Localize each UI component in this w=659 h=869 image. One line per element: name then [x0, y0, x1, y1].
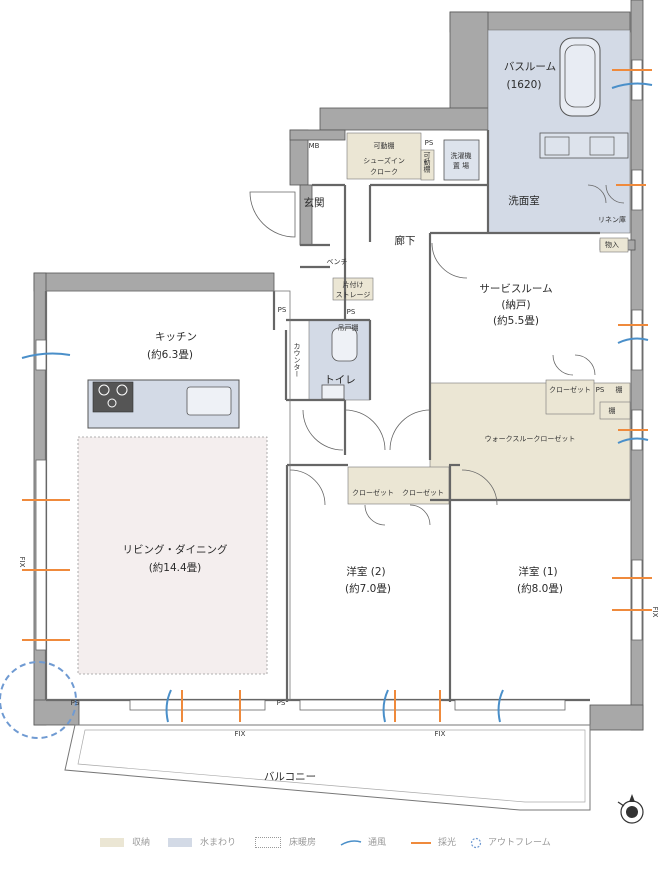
ventilation-mark-b0 [165, 689, 172, 723]
label-ps-2: PS [278, 306, 287, 314]
ventilation-mark-b6 [497, 689, 504, 723]
sink [186, 386, 232, 416]
legend-storage: 収納 [100, 836, 150, 850]
label-washroom: 洗面室 [508, 194, 540, 207]
label-shelf: 可動棚 [374, 141, 395, 150]
water-areas [100, 29, 631, 429]
label-balcony: バルコニー [264, 771, 316, 783]
label-ps-3: PS [347, 308, 356, 316]
label-counter: カウンター [293, 343, 301, 378]
label-toilet: トイレ [324, 374, 356, 386]
label-tana-2: 棚 [609, 406, 616, 415]
compass-icon [617, 794, 644, 824]
label-kitchen-size: (約6.3畳) [147, 348, 193, 361]
label-fix-right: FIX [651, 607, 659, 618]
ventilation-mark-8 [617, 337, 649, 344]
label-closet-b: クローゼット [352, 488, 394, 497]
label-living-size: (約14.4畳) [149, 561, 202, 574]
label-hallway: 廊下 [395, 234, 416, 247]
label-fix-left: FIX [18, 557, 26, 568]
label-linen: リネン庫 [598, 215, 626, 224]
airflow-arrows [21, 69, 653, 723]
bathtub [559, 37, 601, 117]
label-ps-4: PS [596, 386, 605, 394]
balcony-outline [64, 724, 591, 811]
legend-storage-swatch [100, 838, 124, 847]
daylight-icon [411, 841, 431, 844]
label-mb: MB [309, 142, 320, 150]
label-tana-1: 棚 [616, 385, 623, 394]
label-bath: バスルーム [504, 61, 556, 73]
outframe-icon [470, 837, 482, 848]
washer-space [443, 139, 480, 181]
legend-daylight: 採光 [410, 836, 456, 850]
label-bench: ベンチ [327, 258, 348, 266]
door-swings [249, 184, 625, 526]
legend-water: 水まわり [168, 836, 236, 850]
label-washer: 洗濯機置 場 [451, 151, 472, 170]
label-closet-a: クローゼット [549, 385, 591, 394]
label-service-room-size: (約5.5畳) [493, 314, 539, 327]
label-tidy-1: 片付け [343, 280, 364, 289]
label-service-room: サービスルーム [479, 283, 552, 295]
legend-ventilation: 通風 [340, 836, 386, 850]
label-toilet-shelf: 吊戸棚 [338, 323, 359, 332]
label-entrance: 玄関 [304, 196, 325, 209]
ventilation-mark-10 [617, 437, 649, 444]
label-living: リビング・ダイニング [123, 543, 228, 556]
legend-floor-heat-swatch [255, 837, 281, 848]
label-service-room-sub: (納戸) [501, 298, 530, 311]
label-ps-5: PS [71, 699, 80, 707]
label-tidy-2: ストレージ [336, 291, 371, 299]
label-movable-shelf-v: 可動棚 [423, 152, 431, 174]
label-room1-size: (約8.0畳) [517, 582, 563, 595]
legend-water-swatch [168, 838, 192, 847]
label-room2: 洋室 (2) [346, 565, 385, 578]
legend: 収納 水まわり 床暖房 通風 採光 アウトフレーム [0, 832, 659, 854]
toilet-fixture [331, 327, 358, 362]
floor-heating-area [77, 436, 268, 675]
ventilation-mark-5 [611, 82, 653, 89]
label-fix-2: FIX [435, 730, 446, 738]
outframe-circle [0, 661, 77, 739]
label-wic: ウォークスルークローゼット [485, 434, 576, 443]
legend-floor-heat: 床暖房 [255, 836, 316, 850]
label-fix-1: FIX [235, 730, 246, 738]
label-room1: 洋室 (1) [518, 565, 557, 578]
label-shoes-2: クローク [370, 168, 398, 176]
ventilation-mark-b3 [382, 689, 389, 723]
label-kitchen: キッチン [155, 331, 197, 343]
label-ps-6: PS [277, 699, 286, 707]
label-closet-c: クローゼット [402, 488, 444, 497]
ventilation-icon [340, 839, 362, 846]
label-shoes-1: シューズイン [363, 156, 405, 165]
label-ps-1: PS [425, 139, 434, 147]
storage-areas [332, 132, 631, 505]
label-room2-size: (約7.0畳) [345, 582, 391, 595]
ventilation-mark-0 [21, 352, 71, 359]
label-storage: 物入 [605, 240, 619, 249]
label-bath-size: (1620) [507, 79, 542, 91]
stove [92, 381, 134, 413]
balcony-windows [129, 699, 566, 711]
legend-outframe: アウトフレーム [470, 836, 551, 850]
